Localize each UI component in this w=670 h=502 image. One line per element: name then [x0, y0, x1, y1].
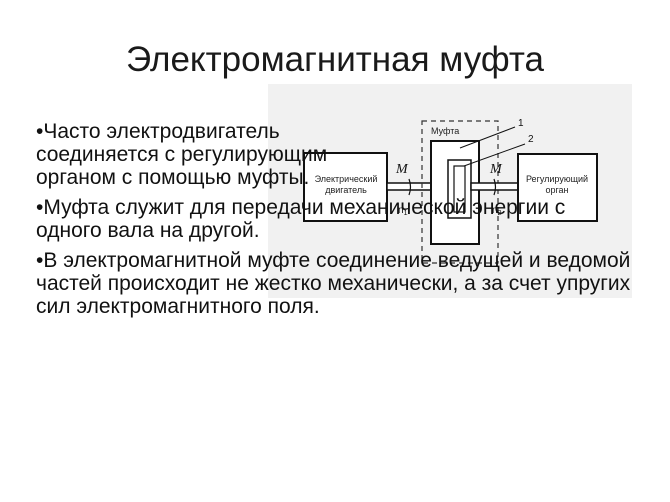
bullet-text: Часто электродвигатель соединяется с рег…	[36, 120, 328, 189]
bullet-item-3: •В электромагнитной муфте соединение вед…	[36, 249, 636, 318]
motor-label-line1: Электрический	[315, 174, 378, 184]
speed-left-label: n1	[398, 205, 408, 217]
clutch-diagram-svg: Электрический двигатель Муфта Регулирующ…	[303, 118, 598, 264]
slide-title: Электромагнитная муфта	[126, 40, 544, 79]
clutch-diagram: Электрический двигатель Муфта Регулирующ…	[268, 84, 632, 298]
clutch-boundary	[421, 120, 499, 264]
callout-number-2: 2	[528, 134, 534, 145]
bullet-list: •Часто электродвигатель соединяется с ре…	[36, 120, 636, 325]
torque-right-label: M	[489, 162, 503, 177]
regulator-box	[517, 153, 598, 222]
speed-right-label: n2	[492, 205, 502, 217]
bullet-mark: •	[36, 120, 44, 143]
torque-left-arrow	[408, 178, 412, 196]
clutch-label: Муфта	[431, 126, 459, 136]
clutch-inner-core	[453, 165, 466, 213]
bullet-text: Муфта служит для передачи механической э…	[36, 196, 566, 242]
callout-line-1	[459, 126, 516, 149]
bullet-item-1: •Часто электродвигатель соединяется с ре…	[36, 120, 336, 189]
regulator-label-line2: орган	[545, 185, 568, 195]
motor-label-line2: двигатель	[325, 185, 367, 195]
bullet-mark: •	[36, 196, 44, 219]
bullet-mark: •	[36, 249, 44, 272]
regulator-label-line1: Регулирующий	[526, 174, 588, 184]
bullet-item-2: •Муфта служит для передачи механической …	[36, 196, 636, 242]
motor-box	[303, 152, 388, 222]
bullet-text: В электромагнитной муфте соединение веду…	[36, 249, 631, 318]
callout-number-1: 1	[518, 118, 524, 129]
torque-right-arrow	[493, 178, 497, 196]
callout-line-2	[463, 143, 526, 167]
torque-left-label: M	[395, 162, 409, 177]
